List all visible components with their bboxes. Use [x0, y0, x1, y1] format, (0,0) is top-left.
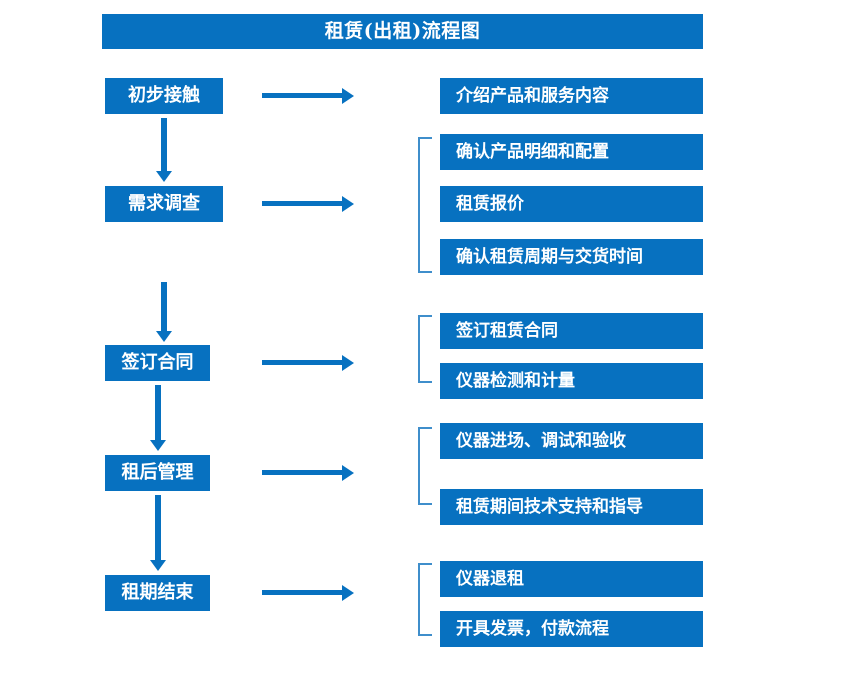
stage-label: 租后管理 — [121, 462, 194, 483]
detail-label: 仪器检测和计量 — [456, 370, 575, 391]
arrow-head-down-icon — [150, 560, 166, 571]
detail-label: 开具发票，付款流程 — [456, 618, 609, 639]
group-bracket-2 — [418, 315, 432, 383]
vertical-arrow-3 — [147, 385, 169, 451]
group-bracket-1 — [418, 137, 432, 273]
detail-box-4[interactable]: 确认租赁周期与交货时间 — [440, 239, 703, 275]
arrow-shaft — [262, 360, 342, 365]
arrow-head-down-icon — [150, 440, 166, 451]
vertical-arrow-2 — [153, 282, 175, 342]
detail-label: 签订租赁合同 — [456, 320, 558, 341]
arrow-head-right-icon — [342, 196, 354, 212]
arrow-head-right-icon — [342, 465, 354, 481]
horizontal-arrow-3 — [262, 354, 354, 372]
stage-label: 签订合同 — [121, 352, 194, 373]
horizontal-arrow-4 — [262, 464, 354, 482]
detail-box-3[interactable]: 租赁报价 — [440, 186, 703, 222]
chart-title: 租赁(出租)流程图 — [324, 20, 481, 42]
horizontal-arrow-2 — [262, 195, 354, 213]
detail-label: 租赁期间技术支持和指导 — [456, 496, 643, 517]
detail-box-10[interactable]: 开具发票，付款流程 — [440, 611, 703, 647]
arrow-shaft — [161, 282, 167, 331]
stage-box-4[interactable]: 租后管理 — [105, 455, 210, 491]
detail-label: 确认租赁周期与交货时间 — [456, 246, 643, 267]
detail-box-1[interactable]: 介绍产品和服务内容 — [440, 78, 703, 114]
detail-box-7[interactable]: 仪器进场、调试和验收 — [440, 423, 703, 459]
horizontal-arrow-1 — [262, 87, 354, 105]
arrow-head-right-icon — [342, 585, 354, 601]
arrow-shaft — [155, 495, 161, 560]
group-bracket-3 — [418, 427, 432, 505]
arrow-shaft — [161, 118, 167, 171]
detail-box-9[interactable]: 仪器退租 — [440, 561, 703, 597]
detail-label: 确认产品明细和配置 — [456, 141, 609, 162]
arrow-head-right-icon — [342, 355, 354, 371]
detail-label: 仪器进场、调试和验收 — [456, 430, 626, 451]
arrow-head-down-icon — [156, 171, 172, 182]
vertical-arrow-4 — [147, 495, 169, 571]
horizontal-arrow-5 — [262, 584, 354, 602]
group-bracket-4 — [418, 563, 432, 636]
detail-label: 租赁报价 — [456, 193, 524, 214]
arrow-shaft — [262, 590, 342, 595]
detail-label: 介绍产品和服务内容 — [456, 85, 609, 106]
stage-box-3[interactable]: 签订合同 — [105, 345, 210, 381]
detail-box-5[interactable]: 签订租赁合同 — [440, 313, 703, 349]
arrow-shaft — [262, 93, 342, 98]
chart-title-bar: 租赁(出租)流程图 — [102, 14, 703, 49]
detail-box-8[interactable]: 租赁期间技术支持和指导 — [440, 489, 703, 525]
arrow-head-right-icon — [342, 88, 354, 104]
stage-label: 初步接触 — [128, 85, 200, 106]
arrow-shaft — [262, 201, 342, 206]
stage-label: 租期结束 — [121, 582, 194, 603]
stage-box-1[interactable]: 初步接触 — [105, 78, 223, 114]
arrow-shaft — [262, 470, 342, 475]
detail-box-6[interactable]: 仪器检测和计量 — [440, 363, 703, 399]
arrow-head-down-icon — [156, 331, 172, 342]
stage-box-5[interactable]: 租期结束 — [105, 575, 210, 611]
detail-box-2[interactable]: 确认产品明细和配置 — [440, 134, 703, 170]
stage-box-2[interactable]: 需求调查 — [105, 186, 223, 222]
vertical-arrow-1 — [153, 118, 175, 182]
detail-label: 仪器退租 — [456, 568, 524, 589]
stage-label: 需求调查 — [128, 193, 200, 214]
arrow-shaft — [155, 385, 161, 440]
